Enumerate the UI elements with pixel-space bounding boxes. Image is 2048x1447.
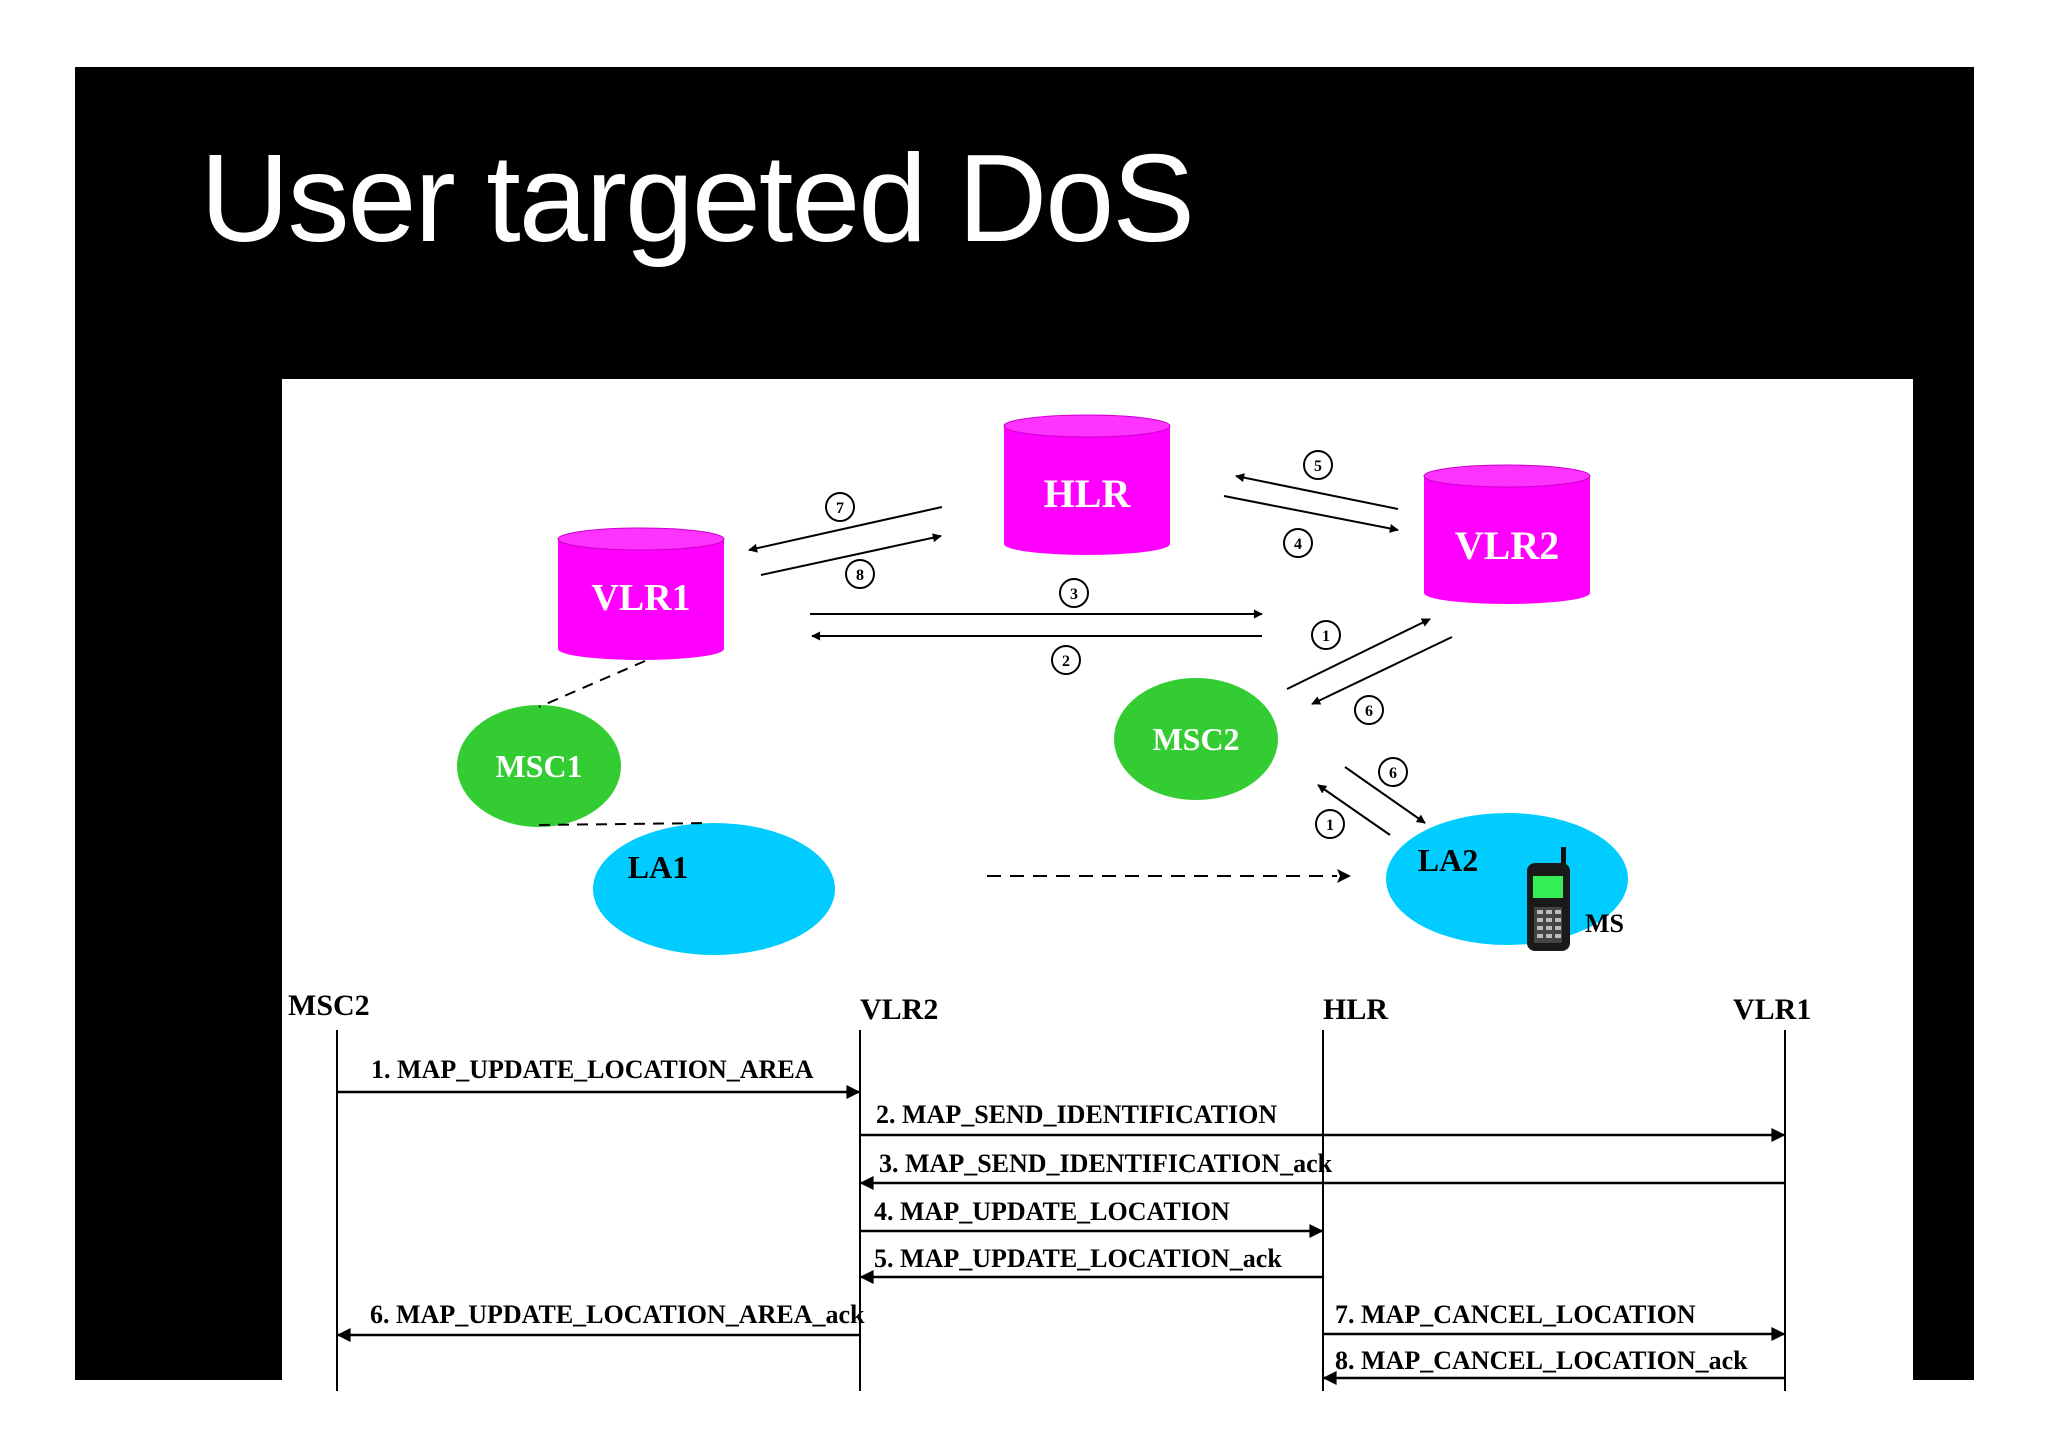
vlr1-database: VLR1 — [557, 527, 725, 660]
step-marker: 8 — [845, 559, 875, 589]
sequence-diagram: MSC2 VLR2 HLR VLR1 — [288, 989, 1811, 1391]
message-label: 5. MAP_UPDATE_LOCATION_ack — [874, 1244, 1282, 1273]
signal-arrows — [748, 473, 1453, 836]
vlr2-label: VLR2 — [1455, 523, 1559, 568]
message-label: 7. MAP_CANCEL_LOCATION — [1335, 1300, 1696, 1329]
step-marker: 1 — [1315, 809, 1345, 839]
svg-text:1: 1 — [1322, 628, 1330, 645]
svg-text:6: 6 — [1365, 703, 1373, 720]
svg-text:6: 6 — [1389, 765, 1397, 782]
step-marker: 5 — [1303, 450, 1333, 480]
slide: User targeted DoS HLR — [75, 67, 1974, 1403]
svg-text:1: 1 — [1326, 817, 1334, 834]
msc2-node: MSC2 — [1114, 678, 1278, 800]
mobile-phone-icon — [1527, 847, 1570, 951]
ms-label: MS — [1585, 909, 1624, 938]
vlr2-database: VLR2 — [1423, 464, 1591, 604]
message-label: 3. MAP_SEND_IDENTIFICATION_ack — [879, 1149, 1333, 1178]
svg-text:8: 8 — [856, 567, 864, 584]
diagram-figure: HLR VLR1 VLR2 MSC1 — [282, 379, 1913, 1403]
slide-title: User targeted DoS — [200, 130, 1195, 268]
step-marker: 4 — [1283, 528, 1313, 558]
step-markers: 7 8 3 2 5 — [825, 450, 1408, 839]
step-marker: 7 — [825, 492, 855, 522]
hlr-database: HLR — [1003, 414, 1171, 555]
step-marker: 6 — [1378, 757, 1408, 787]
message-label: 8. MAP_CANCEL_LOCATION_ack — [1335, 1346, 1748, 1375]
svg-text:5: 5 — [1314, 458, 1322, 475]
message-label: 6. MAP_UPDATE_LOCATION_AREA_ack — [370, 1300, 865, 1329]
step-marker: 6 — [1354, 695, 1384, 725]
lifeline-msc2-label: MSC2 — [288, 989, 370, 1022]
diagram-canvas: HLR VLR1 VLR2 MSC1 — [288, 414, 1811, 1391]
step-marker: 3 — [1059, 578, 1089, 608]
svg-text:3: 3 — [1070, 586, 1078, 603]
message-label: 2. MAP_SEND_IDENTIFICATION — [876, 1100, 1277, 1129]
msc2-label: MSC2 — [1152, 721, 1239, 757]
lifeline-hlr-label: HLR — [1323, 993, 1388, 1026]
svg-text:4: 4 — [1294, 536, 1302, 553]
msc1-label: MSC1 — [495, 748, 582, 784]
vlr1-label: VLR1 — [591, 577, 690, 619]
lifeline-vlr1-label: VLR1 — [1733, 993, 1811, 1026]
network-diagram: HLR VLR1 VLR2 MSC1 — [457, 414, 1628, 955]
la2-label: LA2 — [1418, 842, 1478, 878]
svg-text:7: 7 — [836, 500, 844, 517]
dashed-links — [538, 660, 1337, 877]
hlr-label: HLR — [1044, 471, 1132, 516]
msc1-node: MSC1 — [457, 705, 621, 827]
message-arrows — [336, 1085, 1786, 1385]
step-marker: 2 — [1051, 645, 1081, 675]
message-label: 4. MAP_UPDATE_LOCATION — [874, 1197, 1230, 1226]
la1-label: LA1 — [628, 849, 688, 885]
svg-text:2: 2 — [1062, 653, 1070, 670]
message-label: 1. MAP_UPDATE_LOCATION_AREA — [371, 1055, 814, 1084]
step-marker: 1 — [1311, 620, 1341, 650]
la1-area: LA1 — [593, 823, 835, 955]
message-labels: 1. MAP_UPDATE_LOCATION_AREA 2. MAP_SEND_… — [370, 1055, 1748, 1375]
lifeline-vlr2-label: VLR2 — [860, 993, 938, 1026]
